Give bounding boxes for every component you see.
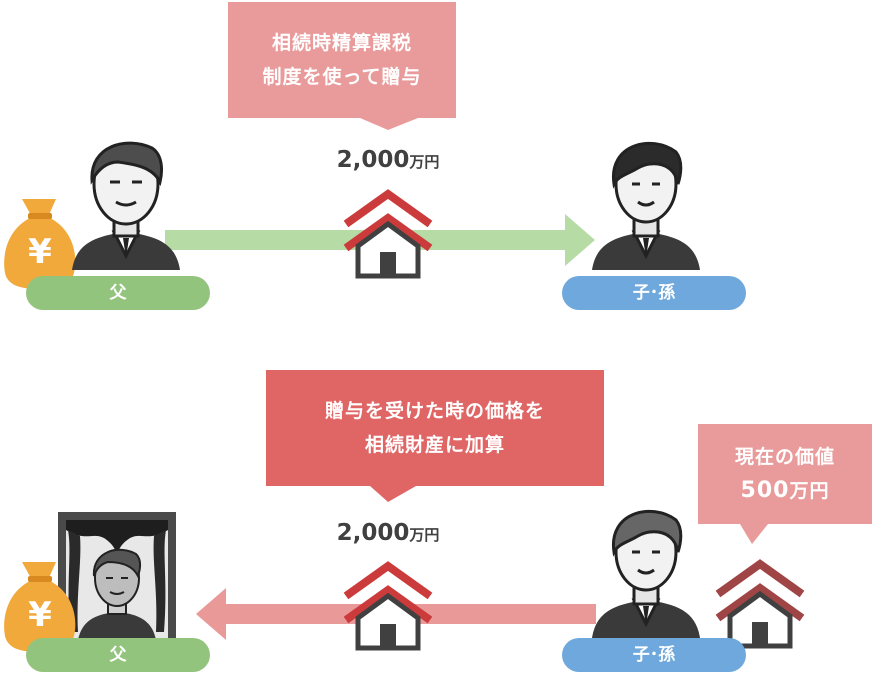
- top-bubble-line2: 制度を使って贈与: [262, 66, 422, 88]
- current-bubble-value: 500: [740, 478, 790, 503]
- bottom-house-icon: [343, 561, 433, 651]
- bottom-bubble-line1: 贈与を受けた時の価格を: [324, 400, 545, 422]
- top-amount-unit: 万円: [409, 153, 440, 171]
- memorial-portrait-icon: [58, 512, 176, 640]
- money-bag-symbol: ¥: [28, 232, 52, 272]
- current-value-house-icon: [715, 559, 805, 649]
- top-receiver-label: 子･孫: [562, 276, 746, 310]
- top-speech-bubble: 相続時精算課税 制度を使って贈与: [228, 2, 456, 130]
- top-giver-label: 父: [26, 276, 210, 310]
- top-amount: 2,000万円: [318, 147, 458, 173]
- money-bag-symbol-bottom: ¥: [28, 595, 52, 635]
- bottom-bubble-line2: 相続財産に加算: [364, 434, 505, 456]
- top-bubble-shape: [228, 2, 456, 130]
- current-bubble-unit: 万円: [789, 480, 830, 502]
- current-bubble-shape: [698, 424, 872, 544]
- money-bag-icon-bottom: [4, 562, 76, 652]
- bottom-giver-label: 父: [26, 638, 210, 672]
- child-person-icon: [592, 142, 700, 270]
- bottom-receiver-label: 子･孫: [562, 638, 746, 672]
- bottom-amount: 2,000万円: [318, 520, 458, 546]
- current-value-bubble: 現在の価値 500万円: [698, 424, 872, 544]
- current-bubble-line1: 現在の価値: [734, 446, 835, 468]
- child-person-icon-bottom: [592, 510, 700, 638]
- bottom-amount-unit: 万円: [409, 526, 440, 544]
- top-bubble-line1: 相続時精算課税: [271, 32, 412, 54]
- father-person-icon: [72, 141, 180, 270]
- bottom-speech-bubble: 贈与を受けた時の価格を 相続財産に加算: [266, 370, 604, 502]
- top-house-icon: [343, 189, 433, 279]
- current-bubble-value-line: 500万円: [698, 474, 872, 508]
- money-bag-icon: [4, 199, 76, 289]
- top-amount-value: 2,000: [336, 147, 410, 173]
- bottom-amount-value: 2,000: [336, 520, 410, 546]
- bottom-bubble-shape: [266, 370, 604, 502]
